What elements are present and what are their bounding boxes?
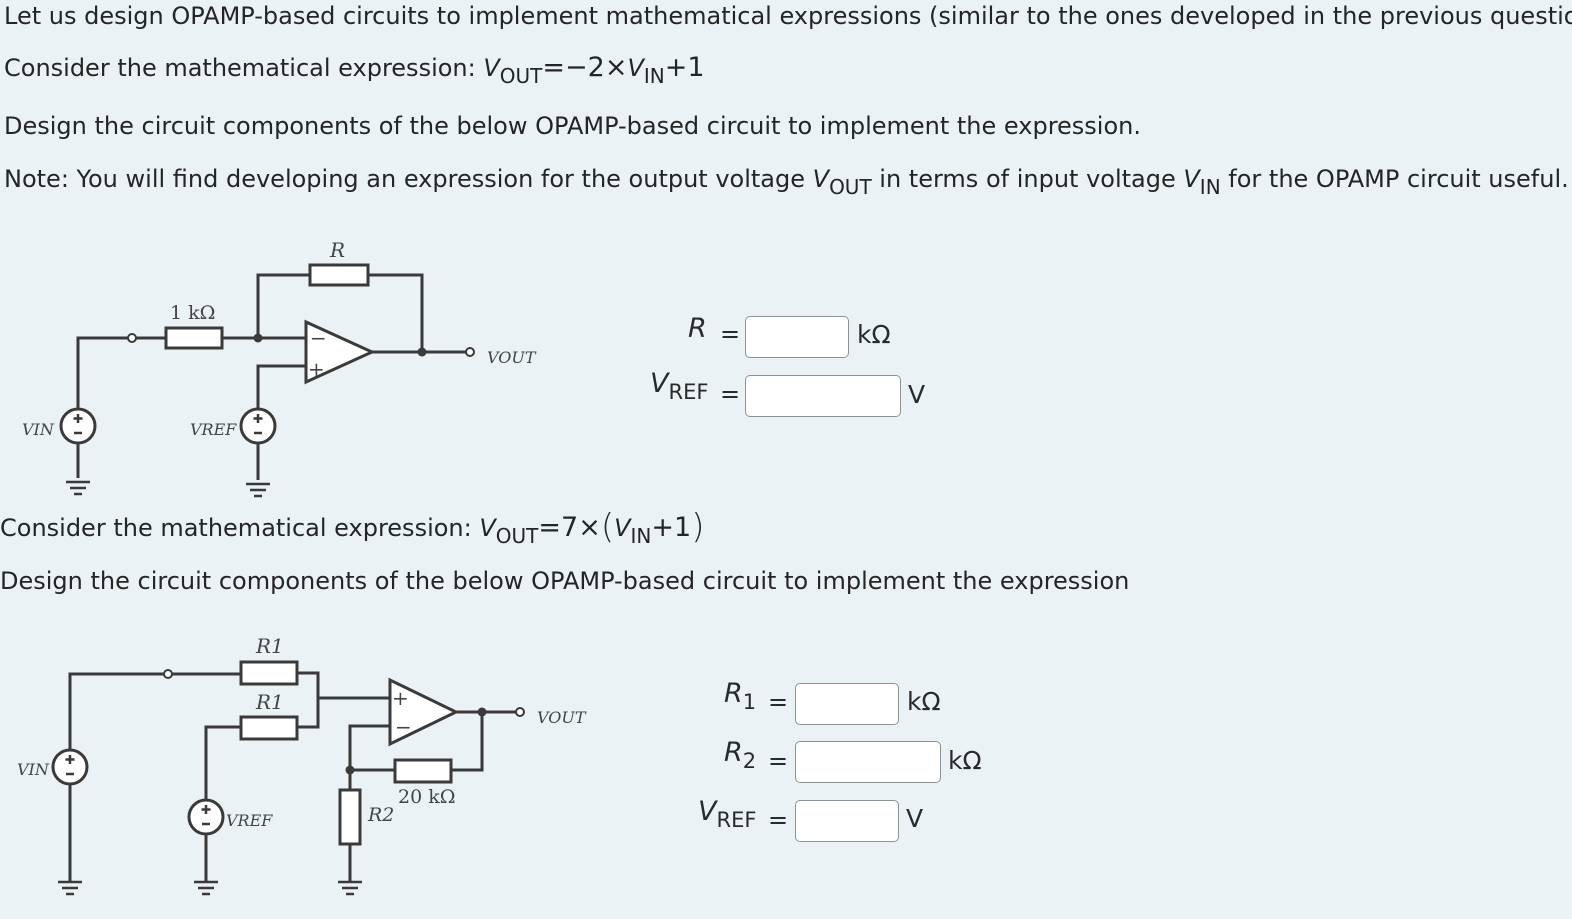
q1-const: +1 (664, 52, 705, 83)
q1-label-vout: VOUT (487, 348, 537, 367)
q1-equals: = (542, 52, 566, 83)
q1-vin-source-icon (59, 407, 97, 445)
q2-times: × (578, 512, 601, 543)
q2-ground-icon-3 (338, 880, 362, 896)
q1-vref-equals: = (720, 380, 741, 408)
q2-label-vin: VIN (17, 760, 50, 779)
q1-ground-icon-1 (66, 480, 90, 496)
q2-r1-unit: kΩ (907, 687, 941, 716)
q1-vin-symbol: VIN (627, 54, 665, 88)
q2-vref-equals: = (768, 806, 789, 834)
q2-expression: Consider the mathematical expression: VO… (0, 505, 705, 548)
q2-node-output (477, 707, 487, 717)
q2-resistor-20k (393, 758, 453, 784)
q1-resistor-1k (164, 326, 224, 350)
q2-terminal-in (163, 669, 173, 679)
q2-circuit-diagram: + − R1 R1 20 kΩ R2 VOUT VIN VREF (17, 634, 587, 896)
q2-r2-unit: kΩ (948, 746, 982, 775)
q1-node-inverting (253, 333, 263, 343)
q2-vout-symbol: VOUT (479, 514, 539, 548)
q2-design-text: Design the circuit components of the bel… (0, 567, 1130, 595)
q2-vref-unit: V (906, 804, 924, 833)
note-vin-symbol: VIN (1183, 165, 1221, 199)
q2-vin-symbol: VIN (614, 514, 652, 548)
q2-label-r1-bottom: R1 (255, 690, 284, 714)
q2-node-inverting (345, 765, 355, 775)
q1-ground-icon-2 (246, 482, 270, 498)
q2-vref-label: VREF (698, 796, 757, 832)
q1-label-vin: VIN (22, 420, 55, 439)
q2-r1-label: R1 (724, 678, 757, 714)
q2-opamp-plus: + (392, 686, 409, 710)
q2-opamp (388, 677, 460, 747)
q2-resistor-r1-bottom (239, 715, 299, 741)
r1-input[interactable] (795, 683, 899, 725)
q2-label-vref: VREF (226, 811, 273, 830)
q1-r-unit: kΩ (857, 320, 891, 349)
q1-coeff: −2 (565, 52, 605, 83)
intro-text: Let us design OPAMP-based circuits to im… (4, 2, 1572, 30)
q1-label-vref: VREF (190, 420, 237, 439)
q2-paren-close: ) (691, 507, 705, 547)
q1-design-text: Design the circuit components of the bel… (4, 112, 1141, 140)
q2-label-vout: VOUT (537, 708, 587, 727)
q2-label-20k: 20 kΩ (398, 786, 455, 808)
q1-label-1k: 1 kΩ (170, 302, 215, 324)
q1-times: × (604, 52, 628, 83)
q2-resistor-r1-top (239, 660, 299, 686)
q2-label-r2: R2 (367, 804, 394, 826)
r2-input[interactable] (795, 741, 941, 783)
q1-opamp (304, 319, 376, 385)
q1-opamp-plus: + (308, 357, 325, 381)
q2-paren-open: ( (600, 507, 615, 547)
q2-ground-icon-2 (194, 880, 218, 896)
q1-r-equals: = (720, 320, 741, 348)
vref-input-2[interactable] (795, 800, 899, 842)
q1-node-output (417, 347, 427, 357)
q2-equals: = (538, 512, 562, 543)
q2-vin-source-icon (51, 748, 89, 786)
q2-terminal-out (515, 707, 525, 717)
q1-vref-source-icon (239, 407, 277, 445)
q1-r-label: R (688, 313, 707, 344)
q1-note: Note: You will find developing an expres… (4, 165, 1569, 199)
q2-r2-label: R2 (724, 737, 757, 773)
q1-resistor-r (308, 263, 370, 287)
note-vout-symbol: VOUT (812, 165, 872, 199)
q2-opamp-minus: − (395, 715, 412, 739)
q2-vref-source-icon (187, 798, 225, 836)
q1-consider-prefix: Consider the mathematical expression: (4, 54, 476, 82)
q1-circuit-diagram: − + R 1 kΩ VOUT VIN VREF (22, 238, 537, 498)
q1-vref-unit: V (908, 380, 926, 409)
q2-resistor-r2 (338, 788, 362, 846)
q1-vout-symbol: VOUT (483, 54, 543, 88)
q1-opamp-minus: − (310, 326, 327, 350)
q1-label-r: R (329, 238, 345, 262)
q2-r2-equals: = (768, 747, 789, 775)
vref-input[interactable] (745, 375, 901, 417)
q2-consider-prefix: Consider the mathematical expression: (0, 514, 472, 542)
q1-expression: Consider the mathematical expression: VO… (4, 52, 705, 88)
q2-const: +1 (651, 512, 692, 543)
q1-vref-label: VREF (650, 368, 709, 404)
q2-ground-icon-1 (58, 880, 82, 896)
q2-r1-equals: = (768, 688, 789, 716)
r-input[interactable] (745, 316, 849, 358)
q2-label-r1-top: R1 (255, 634, 284, 658)
q2-coeff: 7 (561, 512, 579, 543)
q1-terminal-in (127, 333, 137, 343)
q1-terminal-out (465, 347, 475, 357)
